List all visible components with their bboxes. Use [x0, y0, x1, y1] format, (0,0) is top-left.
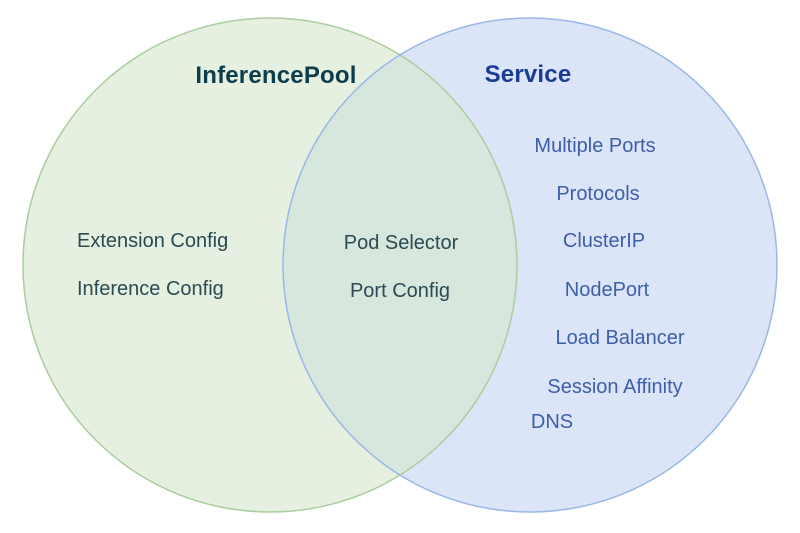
service-title: Service — [484, 61, 572, 88]
left-item-inference-config: Inference Config — [77, 278, 224, 300]
right-item-session-affinity: Session Affinity — [547, 376, 683, 398]
right-item-multiple-ports: Multiple Ports — [534, 135, 656, 157]
inferencepool-circle-outline — [22, 17, 518, 513]
right-item-load-balancer: Load Balancer — [555, 327, 685, 349]
right-item-dns: DNS — [530, 411, 574, 433]
right-item-clusterip: ClusterIP — [562, 230, 646, 252]
inferencepool-title: InferencePool — [195, 62, 357, 89]
intersection-item-port-config: Port Config — [349, 280, 451, 302]
right-item-nodeport: NodePort — [564, 279, 650, 301]
intersection-item-pod-selector: Pod Selector — [343, 232, 459, 254]
service-circle-outline — [282, 17, 778, 513]
intersection-lens-fill — [283, 55, 517, 475]
left-item-extension-config: Extension Config — [77, 230, 229, 252]
right-item-protocols: Protocols — [556, 183, 640, 205]
